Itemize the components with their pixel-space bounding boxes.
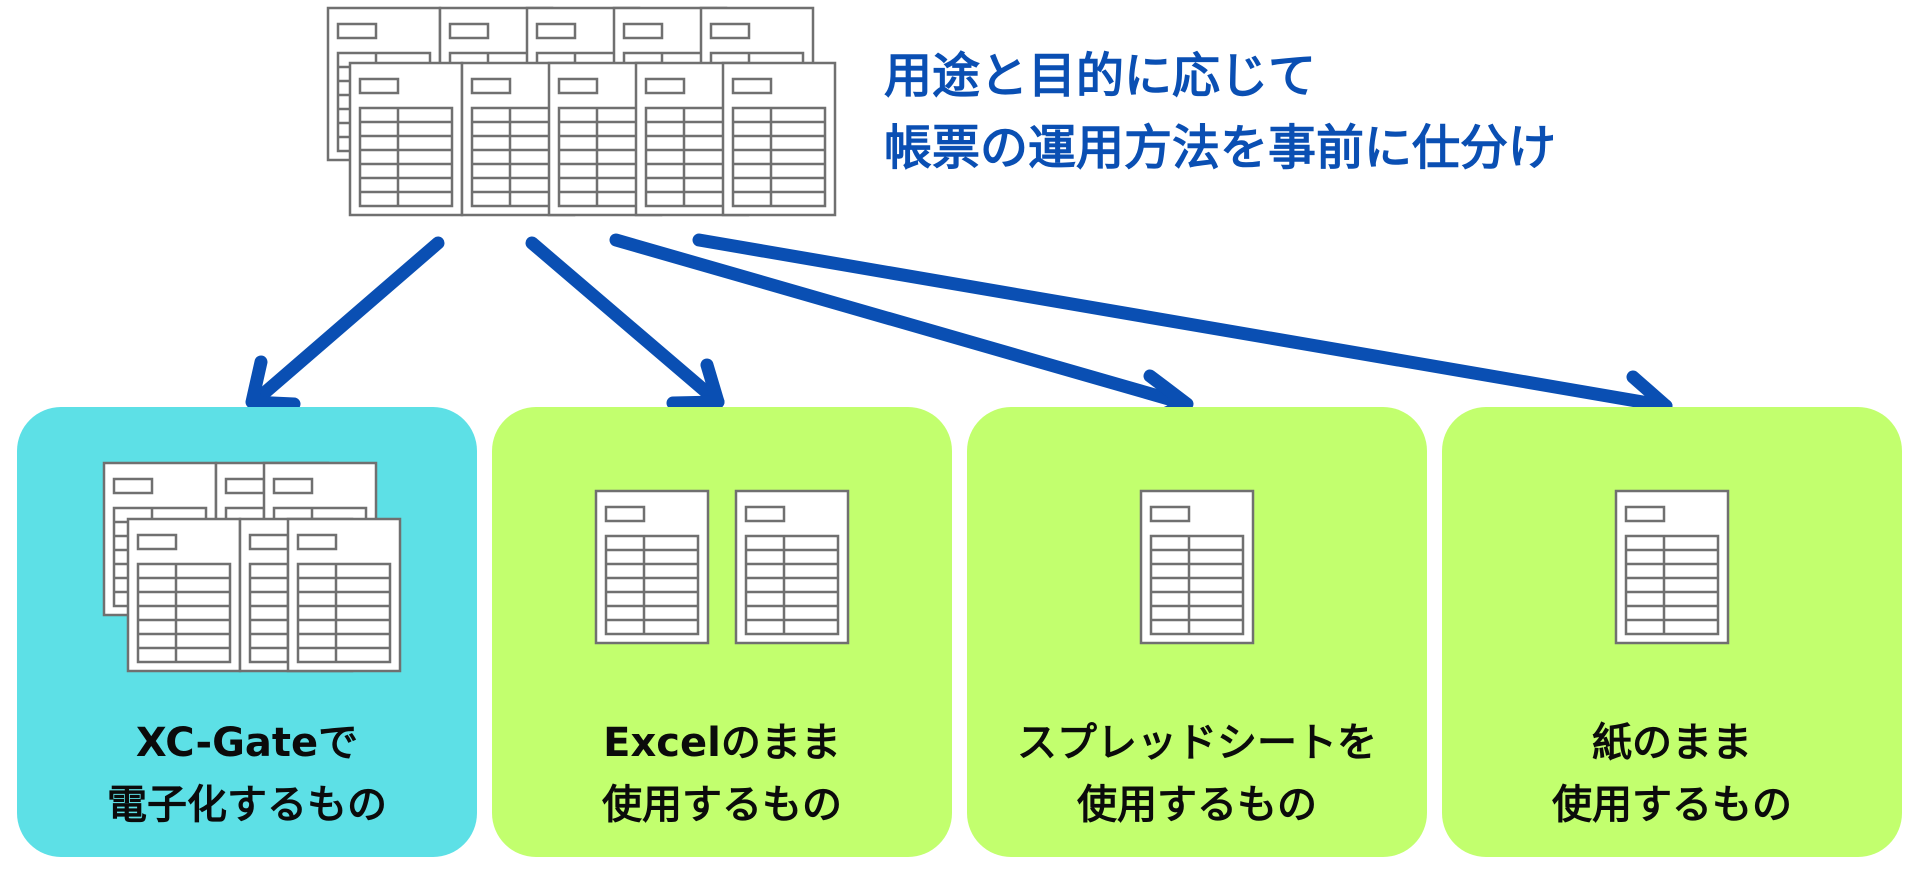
card-label-line-2: 使用するもの: [1552, 782, 1792, 828]
heading-line-1: 用途と目的に応じて: [884, 48, 1317, 104]
card-label-line-1: スプレッドシートを: [1017, 720, 1377, 766]
card-label-line-1: XC-Gateで: [135, 720, 359, 766]
card-label: XC-Gateで 電子化するもの: [17, 712, 477, 836]
arrows: [245, 233, 1673, 429]
card-xc-gate: XC-Gateで 電子化するもの: [17, 407, 477, 857]
card-label: Excelのまま 使用するもの: [492, 712, 952, 836]
card-label-line-2: 使用するもの: [1077, 782, 1317, 828]
arrow-to-card-1: [245, 236, 445, 411]
card-label-line-2: 使用するもの: [602, 782, 842, 828]
card-spreadsheet: スプレッドシートを 使用するもの: [967, 407, 1427, 857]
card-label: 紙のまま 使用するもの: [1442, 712, 1902, 836]
card-excel: Excelのまま 使用するもの: [492, 407, 952, 857]
card-label-line-1: 紙のまま: [1592, 720, 1752, 766]
card-label-line-2: 電子化するもの: [107, 782, 387, 828]
card-label: スプレッドシートを 使用するもの: [967, 712, 1427, 836]
arrow-to-card-2: [525, 236, 725, 410]
source-document-stack-icon: [326, 6, 837, 217]
card-label-line-1: Excelのまま: [603, 720, 841, 766]
diagram-heading: 用途と目的に応じて 帳票の運用方法を事前に仕分け: [884, 40, 1556, 184]
heading-line-2: 帳票の運用方法を事前に仕分け: [884, 120, 1557, 176]
card-paper: 紙のまま 使用するもの: [1442, 407, 1902, 857]
